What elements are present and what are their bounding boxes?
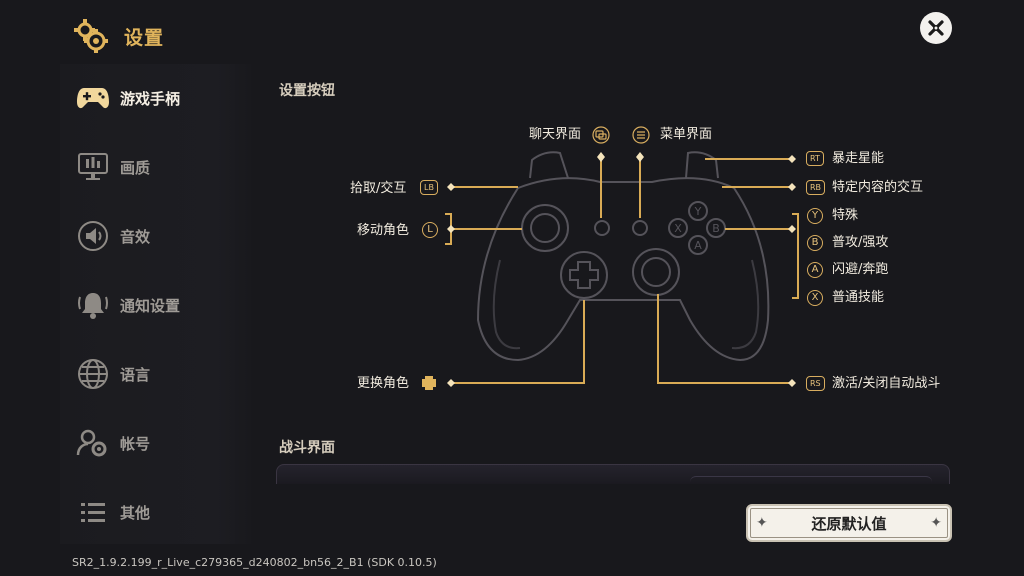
account-gear-icon <box>76 426 110 460</box>
settings-gear-icon <box>74 19 108 53</box>
callout-endpoints <box>447 152 796 387</box>
controller-outline: Y X B A <box>476 151 770 362</box>
close-button[interactable] <box>920 12 952 44</box>
label-switch-character: 更换角色 <box>357 376 410 391</box>
svg-text:A: A <box>694 239 702 252</box>
reset-defaults-label: 还原默认值 <box>811 514 887 533</box>
label-rb: 特定内容的交互 <box>832 180 924 195</box>
speaker-icon <box>76 219 110 253</box>
sidebar-item-sound[interactable]: 音效 <box>76 212 256 260</box>
gamepad-icon <box>76 81 110 115</box>
y-badge: Y <box>807 208 823 224</box>
l-stick-badge: L <box>422 222 438 238</box>
globe-icon <box>76 357 110 391</box>
svg-text:B: B <box>712 222 720 235</box>
combat-panel-inner <box>690 476 932 484</box>
decor-star-icon: ✦ <box>756 515 768 531</box>
sidebar-item-label: 游戏手柄 <box>120 89 181 108</box>
bell-icon <box>76 288 110 322</box>
section-title-buttons: 设置按钮 <box>279 83 335 99</box>
sidebar-item-language[interactable]: 语言 <box>76 350 256 398</box>
sidebar-item-label: 帐号 <box>120 434 151 453</box>
b-badge: B <box>807 235 823 251</box>
label-b: 普攻/强攻 <box>832 235 889 250</box>
sidebar-item-label: 语言 <box>120 365 151 384</box>
label-menu: 菜单界面 <box>660 127 713 142</box>
svg-text:Y: Y <box>694 205 702 218</box>
label-pickup: 拾取/交互 <box>350 181 407 196</box>
svg-text:X: X <box>674 222 682 235</box>
section-title-combat: 战斗界面 <box>279 440 335 456</box>
list-icon <box>76 495 110 529</box>
label-rs: 激活/关闭自动战斗 <box>832 376 941 391</box>
dpad-badge-icon <box>422 376 436 390</box>
combat-panel <box>276 464 950 484</box>
version-string: SR2_1.9.2.199_r_Live_c279365_d240802_bn5… <box>72 556 437 569</box>
monitor-icon <box>76 150 110 184</box>
rs-badge: RS <box>806 376 825 391</box>
sidebar-item-graphics[interactable]: 画质 <box>76 143 256 191</box>
callout-lines <box>445 157 799 384</box>
rt-badge: RT <box>806 151 824 166</box>
label-a: 闪避/奔跑 <box>832 262 889 277</box>
sidebar-item-notifications[interactable]: 通知设置 <box>76 281 256 329</box>
page-title: 设置 <box>124 26 165 49</box>
sidebar-item-account[interactable]: 帐号 <box>76 419 256 467</box>
menu-icon <box>632 126 650 144</box>
label-rt: 暴走星能 <box>832 151 885 166</box>
reset-defaults-button[interactable]: ✦ 还原默认值 ✦ <box>746 504 952 542</box>
sidebar-item-label: 其他 <box>120 503 151 522</box>
label-y: 特殊 <box>832 208 859 223</box>
sidebar-item-label: 通知设置 <box>120 296 181 315</box>
label-move: 移动角色 <box>357 223 410 238</box>
sidebar-item-label: 音效 <box>120 227 151 246</box>
label-chat: 聊天界面 <box>529 127 582 142</box>
sidebar-item-other[interactable]: 其他 <box>76 488 256 536</box>
sidebar-item-gamepad[interactable]: 游戏手柄 <box>76 74 256 122</box>
label-x: 普通技能 <box>832 290 885 305</box>
decor-star-icon: ✦ <box>930 515 942 531</box>
lb-badge: LB <box>420 180 438 195</box>
sidebar-item-label: 画质 <box>120 158 151 177</box>
sidebar: 游戏手柄 画质 音效 <box>60 64 256 544</box>
settings-header: 设置 <box>72 14 164 58</box>
a-badge: A <box>807 262 823 278</box>
x-badge: X <box>807 290 823 306</box>
chat-icon <box>592 126 610 144</box>
close-icon <box>928 20 944 36</box>
rb-badge: RB <box>806 180 826 195</box>
